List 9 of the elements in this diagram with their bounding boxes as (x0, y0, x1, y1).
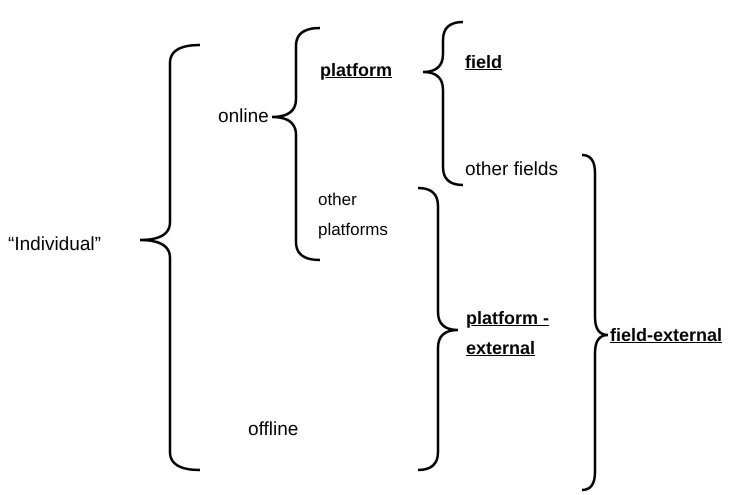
category-label: platform -external (466, 307, 550, 360)
category-label: offline (248, 418, 300, 442)
category-label: other platforms (318, 189, 389, 241)
category-label: platform (320, 59, 393, 82)
category-label: other fields (465, 158, 559, 182)
category-label: “Individual” (8, 233, 102, 257)
category-label: field-external (610, 324, 724, 347)
category-label: online (218, 105, 270, 129)
category-label: field (465, 51, 504, 74)
